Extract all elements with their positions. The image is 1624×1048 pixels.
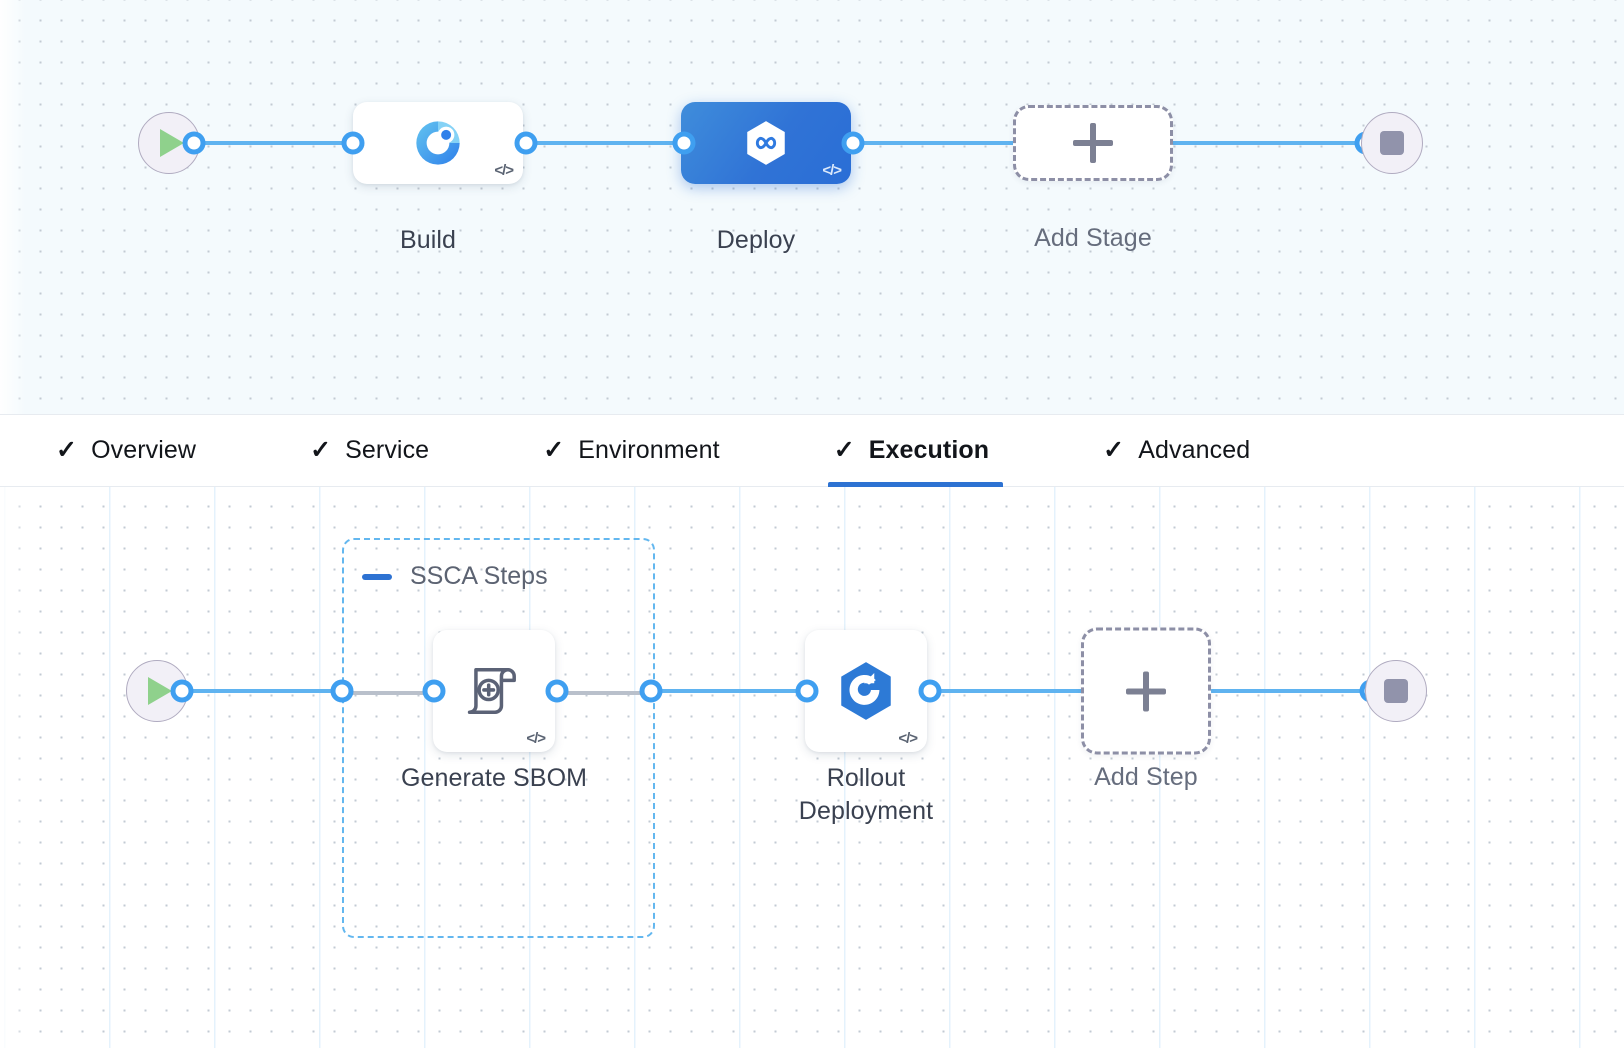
stop-icon	[1384, 679, 1408, 703]
step-label-rollout-deployment: Rollout Deployment	[798, 764, 934, 826]
check-icon: ✓	[833, 436, 855, 464]
stage-label-build: Build	[399, 226, 457, 254]
tab-service[interactable]: ✓ Service	[284, 414, 455, 487]
stage-label-deploy: Deploy	[716, 226, 796, 254]
code-tag-icon: </>	[526, 730, 546, 747]
sbom-in-port[interactable]	[422, 679, 446, 703]
step-end-node[interactable]	[1365, 660, 1427, 722]
stage-deploy-in-port[interactable]	[672, 131, 696, 155]
ssca-steps-group-label: SSCA Steps	[410, 562, 548, 590]
add-stage-button[interactable]	[1013, 105, 1173, 181]
code-tag-icon: </>	[822, 162, 842, 179]
check-icon: ✓	[310, 436, 332, 464]
stage-build-in-port[interactable]	[341, 131, 365, 155]
step-wire-sbom-out-group	[552, 691, 652, 695]
code-tag-icon: </>	[898, 730, 918, 747]
stage-wire-add-end	[1160, 141, 1365, 145]
rollout-in-port[interactable]	[795, 679, 819, 703]
stage-node-deploy[interactable]: </>	[681, 102, 851, 184]
tab-advanced-label: Advanced	[1138, 436, 1251, 464]
check-icon: ✓	[56, 436, 78, 464]
stage-start-port[interactable]	[182, 131, 206, 155]
stop-icon	[1380, 131, 1404, 155]
tab-environment-label: Environment	[578, 436, 720, 464]
ssca-group-out-port[interactable]	[639, 679, 663, 703]
stage-node-build[interactable]: </>	[353, 102, 523, 184]
step-wire-group-rollout	[648, 689, 818, 693]
minus-icon[interactable]	[362, 573, 392, 580]
stage-start-node[interactable]	[138, 112, 200, 174]
pipeline-stage-canvas[interactable]: </> Build </> Deploy Add Stage	[0, 0, 1624, 414]
play-icon	[148, 677, 172, 705]
step-node-rollout-deployment[interactable]: </>	[805, 630, 927, 752]
step-node-generate-sbom[interactable]: </>	[433, 630, 555, 752]
play-icon	[160, 129, 184, 157]
execution-step-canvas[interactable]: SSCA Steps </>	[0, 487, 1624, 1048]
tab-service-label: Service	[345, 436, 430, 464]
tab-overview[interactable]: ✓ Overview	[30, 414, 222, 487]
rollout-hexagon-icon	[841, 662, 891, 720]
step-wire-rollout-add	[925, 689, 1090, 693]
tab-execution[interactable]: ✓ Execution	[808, 414, 1015, 488]
sbom-scroll-plus-icon	[467, 667, 516, 715]
stage-config-tabs: ✓ Overview ✓ Service ✓ Environment ✓ Exe…	[0, 414, 1624, 488]
code-tag-icon: </>	[494, 162, 514, 179]
stage-deploy-out-port[interactable]	[841, 131, 865, 155]
stage-wire-deploy-add	[845, 141, 1025, 145]
plus-icon	[1073, 123, 1113, 163]
check-icon: ✓	[543, 436, 565, 464]
stage-wire-start-build	[170, 141, 360, 145]
tab-overview-label: Overview	[91, 436, 197, 464]
add-step-label: Add Step	[1094, 763, 1198, 791]
add-step-button[interactable]	[1081, 627, 1211, 755]
step-wire-group-sbom-in	[345, 691, 440, 695]
check-icon: ✓	[1103, 436, 1125, 464]
cd-deploy-icon	[747, 121, 785, 165]
step-wire-start-group	[158, 689, 350, 693]
stage-end-node[interactable]	[1361, 112, 1423, 174]
add-stage-label: Add Stage	[1034, 224, 1152, 252]
tab-execution-label: Execution	[868, 436, 990, 464]
step-wire-add-end	[1210, 689, 1375, 693]
ci-build-icon	[416, 121, 460, 165]
ssca-steps-group-header[interactable]: SSCA Steps	[362, 562, 548, 591]
sbom-out-port[interactable]	[545, 679, 569, 703]
tab-advanced[interactable]: ✓ Advanced	[1077, 414, 1276, 487]
stage-build-out-port[interactable]	[514, 131, 538, 155]
step-start-port[interactable]	[170, 679, 194, 703]
tab-environment[interactable]: ✓ Environment	[517, 414, 746, 487]
step-label-generate-sbom: Generate SBOM	[400, 764, 588, 792]
plus-icon	[1126, 671, 1166, 711]
rollout-out-port[interactable]	[918, 679, 942, 703]
stage-wire-build-deploy	[515, 141, 690, 145]
ssca-group-in-port[interactable]	[330, 679, 354, 703]
ssca-steps-group[interactable]	[342, 538, 655, 938]
